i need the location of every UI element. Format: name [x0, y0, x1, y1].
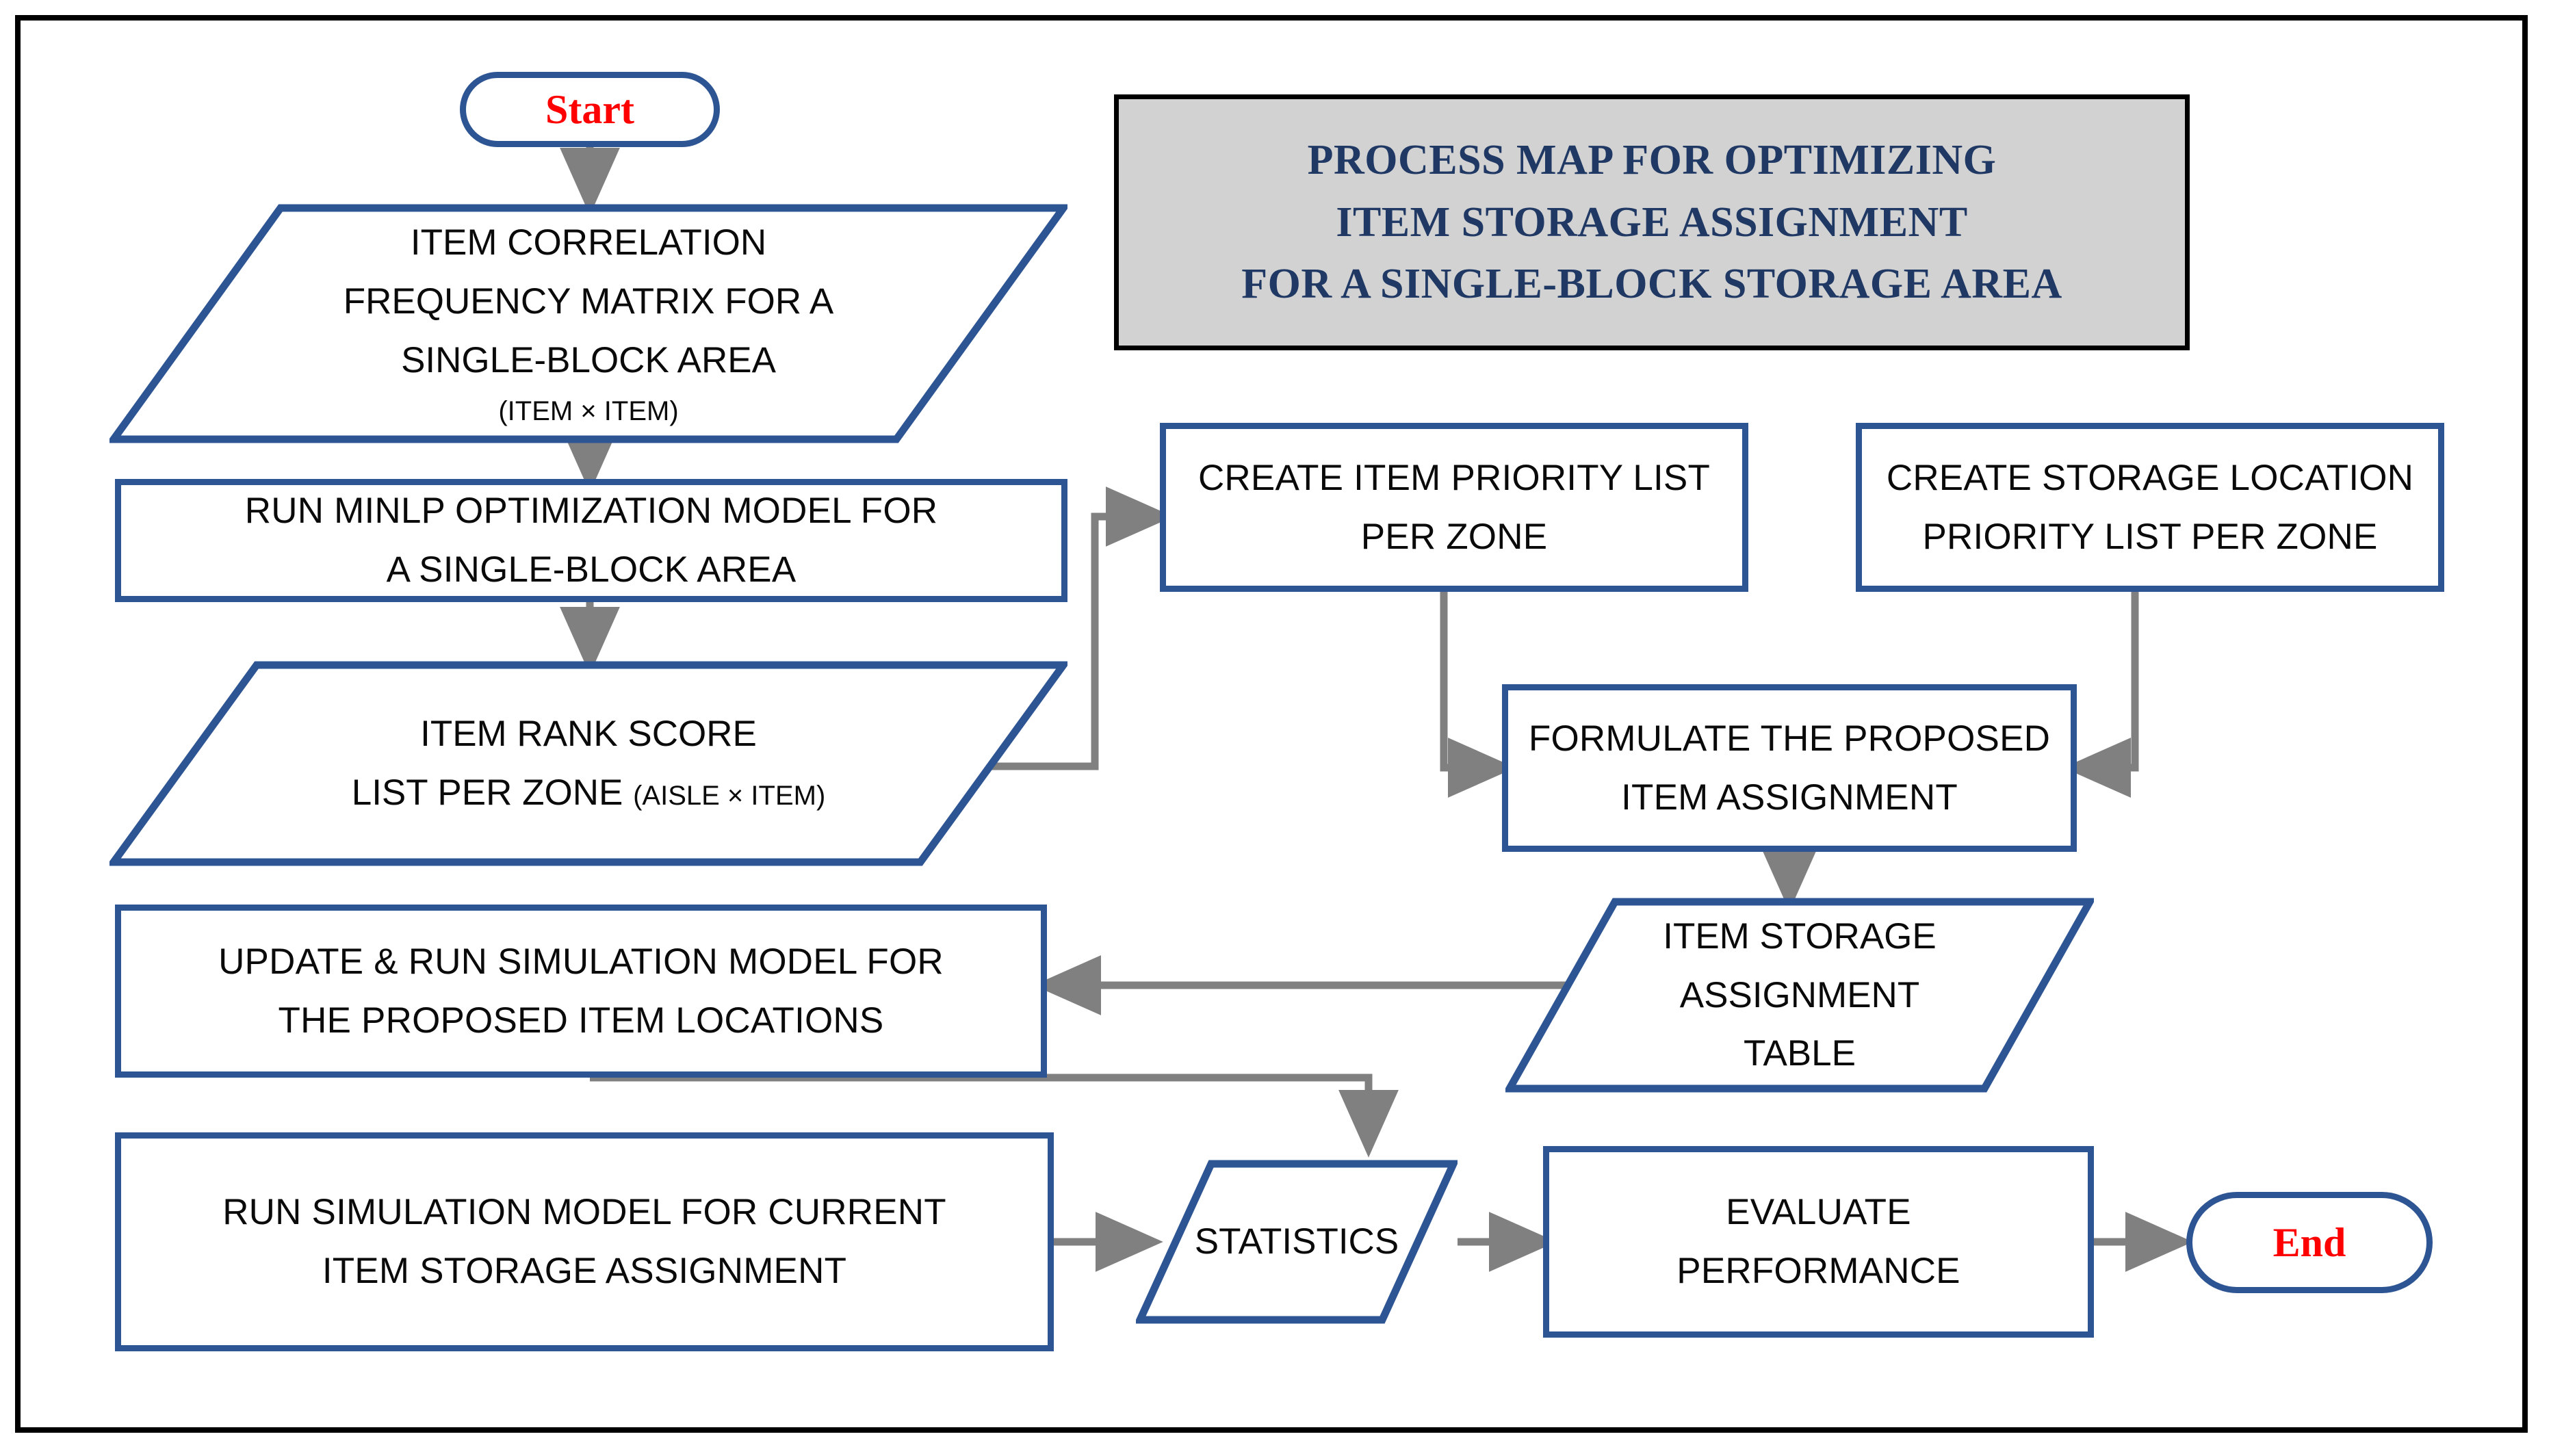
node-run-minlp-label: RUN MINLP OPTIMIZATION MODEL FOR A SINGL… — [233, 482, 950, 599]
matrix-line-3: SINGLE-BLOCK AREA — [401, 339, 776, 380]
rank-line-2-dims: (AISLE × ITEM) — [633, 781, 826, 811]
diagram-title-box: PROCESS MAP FOR OPTIMIZING ITEM STORAGE … — [1114, 94, 2190, 350]
title-line-3: FOR A SINGLE-BLOCK STORAGE AREA — [1241, 261, 2062, 308]
formulate-line-2: ITEM ASSIGNMENT — [1621, 777, 1958, 818]
node-run-minlp[interactable]: RUN MINLP OPTIMIZATION MODEL FOR A SINGL… — [115, 479, 1067, 602]
update-line-1: UPDATE & RUN SIMULATION MODEL FOR — [218, 941, 944, 982]
connector-rank-to-priority-list — [951, 486, 1174, 770]
table-line-3: TABLE — [1744, 1033, 1856, 1074]
node-create-storage-location-list-label: CREATE STORAGE LOCATION PRIORITY LIST PE… — [1874, 449, 2426, 567]
connector-update-to-statistics — [590, 1074, 1399, 1158]
connectors — [560, 146, 2193, 1272]
update-line-2: THE PROPOSED ITEM LOCATIONS — [278, 1000, 884, 1041]
storage-line-1: CREATE STORAGE LOCATION — [1886, 457, 2414, 498]
table-line-2: ASSIGNMENT — [1679, 974, 1920, 1015]
node-formulate-assignment-label: FORMULATE THE PROPOSED ITEM ASSIGNMENT — [1516, 710, 2062, 827]
node-item-rank-score[interactable]: ITEM RANK SCORE LIST PER ZONE (AISLE × I… — [109, 661, 1067, 866]
node-item-rank-score-label: ITEM RANK SCORE LIST PER ZONE (AISLE × I… — [345, 705, 833, 822]
table-line-1: ITEM STORAGE — [1663, 915, 1937, 957]
statistics-line-1: STATISTICS — [1194, 1221, 1399, 1262]
priority-line-2: PER ZONE — [1360, 516, 1548, 557]
parallelogram-shape — [1136, 1160, 1458, 1324]
evaluate-line-1: EVALUATE — [1726, 1192, 1911, 1233]
formulate-line-1: FORMULATE THE PROPOSED — [1528, 718, 2051, 759]
node-run-simulation-current[interactable]: RUN SIMULATION MODEL FOR CURRENT ITEM ST… — [115, 1132, 1054, 1351]
connector-priority-list-to-formulate — [1440, 592, 1516, 798]
matrix-line-4: (ITEM × ITEM) — [498, 396, 679, 427]
runsim-line-2: ITEM STORAGE ASSIGNMENT — [322, 1251, 847, 1291]
parallelogram-shape — [109, 204, 1067, 443]
rank-line-2-main: LIST PER ZONE — [351, 772, 634, 813]
node-create-storage-location-list[interactable]: CREATE STORAGE LOCATION PRIORITY LIST PE… — [1856, 423, 2444, 592]
node-create-item-priority-list-label: CREATE ITEM PRIORITY LIST PER ZONE — [1186, 449, 1722, 567]
node-item-storage-assignment-table-label: ITEM STORAGE ASSIGNMENT TABLE — [1656, 907, 1943, 1084]
node-statistics-label: STATISTICS — [1188, 1212, 1406, 1271]
node-evaluate-performance-label: EVALUATE PERFORMANCE — [1664, 1183, 1972, 1301]
priority-line-1: CREATE ITEM PRIORITY LIST — [1197, 457, 1711, 498]
minlp-line-2: A SINGLE-BLOCK AREA — [386, 549, 797, 590]
node-evaluate-performance[interactable]: EVALUATE PERFORMANCE — [1543, 1146, 2094, 1338]
node-run-simulation-current-label: RUN SIMULATION MODEL FOR CURRENT ITEM ST… — [210, 1183, 959, 1301]
node-formulate-assignment[interactable]: FORMULATE THE PROPOSED ITEM ASSIGNMENT — [1502, 684, 2077, 852]
rank-line-1: ITEM RANK SCORE — [420, 714, 757, 755]
node-statistics[interactable]: STATISTICS — [1136, 1160, 1458, 1324]
node-item-correlation-matrix[interactable]: ITEM CORRELATION FREQUENCY MATRIX FOR A … — [109, 204, 1067, 443]
node-end-label: End — [2272, 1219, 2346, 1265]
storage-line-2: PRIORITY LIST PER ZONE — [1922, 516, 2378, 557]
parallelogram-shape — [109, 661, 1067, 866]
matrix-line-2: FREQUENCY MATRIX FOR A — [343, 281, 834, 322]
matrix-line-1: ITEM CORRELATION — [410, 222, 767, 263]
rank-line-2: LIST PER ZONE (AISLE × ITEM) — [352, 764, 826, 822]
runsim-line-1: RUN SIMULATION MODEL FOR CURRENT — [222, 1192, 946, 1233]
node-end[interactable]: End — [2186, 1192, 2433, 1293]
diagram-outer-frame — [15, 15, 2528, 1433]
connector-storage-list-to-formulate — [2063, 592, 2139, 798]
diagram-title-text: PROCESS MAP FOR OPTIMIZING ITEM STORAGE … — [1241, 129, 2062, 315]
node-item-correlation-matrix-label: ITEM CORRELATION FREQUENCY MATRIX FOR A … — [337, 213, 841, 434]
minlp-line-1: RUN MINLP OPTIMIZATION MODEL FOR — [244, 491, 938, 532]
node-update-run-simulation[interactable]: UPDATE & RUN SIMULATION MODEL FOR THE PR… — [115, 905, 1047, 1078]
node-update-run-simulation-label: UPDATE & RUN SIMULATION MODEL FOR THE PR… — [206, 933, 956, 1050]
evaluate-line-2: PERFORMANCE — [1676, 1251, 1960, 1291]
node-start[interactable]: Start — [460, 72, 720, 147]
title-line-1: PROCESS MAP FOR OPTIMIZING — [1307, 137, 1997, 184]
parallelogram-shape — [1505, 898, 2094, 1093]
node-start-label: Start — [545, 86, 634, 132]
title-line-2: ITEM STORAGE ASSIGNMENT — [1336, 198, 1968, 246]
node-create-item-priority-list[interactable]: CREATE ITEM PRIORITY LIST PER ZONE — [1160, 423, 1748, 592]
node-item-storage-assignment-table[interactable]: ITEM STORAGE ASSIGNMENT TABLE — [1505, 898, 2094, 1093]
